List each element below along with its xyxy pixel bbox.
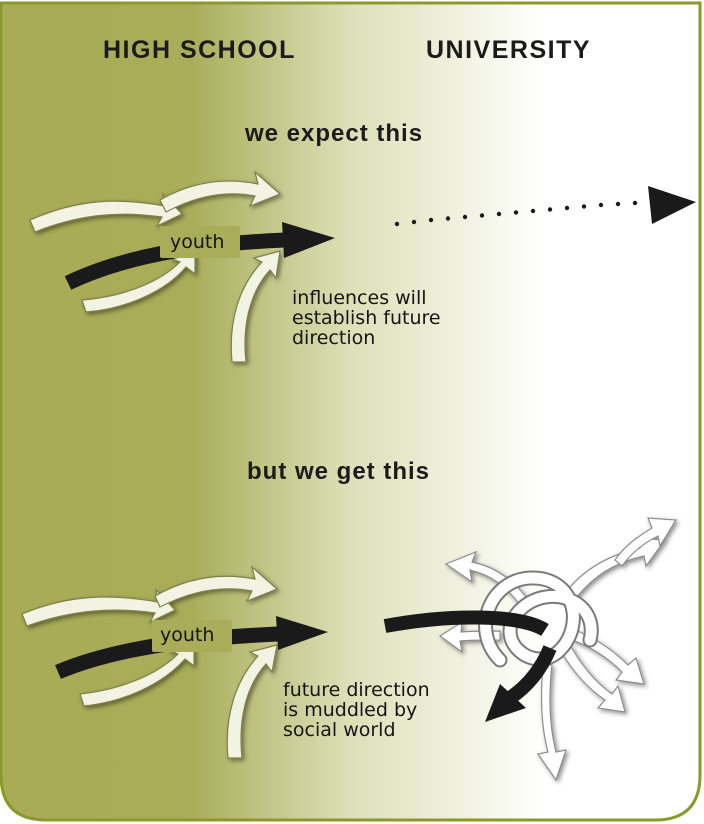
influence-arrow xyxy=(226,644,278,759)
future-arrowhead xyxy=(648,186,696,224)
column-heading-high-school: HIGH SCHOOL xyxy=(103,36,296,64)
influence-arrow xyxy=(159,170,282,213)
youth-label-bg xyxy=(152,620,232,652)
column-heading-university: UNIVERSITY xyxy=(426,36,592,64)
actual-youth-arrow xyxy=(55,616,328,679)
muddled-dark-arrow xyxy=(383,610,557,722)
influence-arrow xyxy=(21,588,177,627)
actual-title: but we get this xyxy=(247,458,430,485)
expected-youth-arrow xyxy=(64,222,335,290)
knot xyxy=(478,570,599,668)
expected-caption: influences will establish future directi… xyxy=(292,287,441,349)
expected-title: we expect this xyxy=(245,120,424,147)
actual-influence-arrows xyxy=(21,565,279,759)
youth-label-bg xyxy=(160,226,240,258)
youth-label-bottom: youth xyxy=(160,624,215,646)
actual-caption: future direction is muddled by social wo… xyxy=(283,679,430,741)
influence-arrow xyxy=(154,565,279,608)
youth-label-top: youth xyxy=(170,231,225,253)
influence-arrow xyxy=(79,639,195,707)
influence-arrow xyxy=(81,247,196,313)
influence-arrow xyxy=(230,250,281,363)
expected-influence-arrows xyxy=(29,170,282,363)
influence-arrow xyxy=(29,192,184,233)
future-dotted-path xyxy=(394,186,696,227)
